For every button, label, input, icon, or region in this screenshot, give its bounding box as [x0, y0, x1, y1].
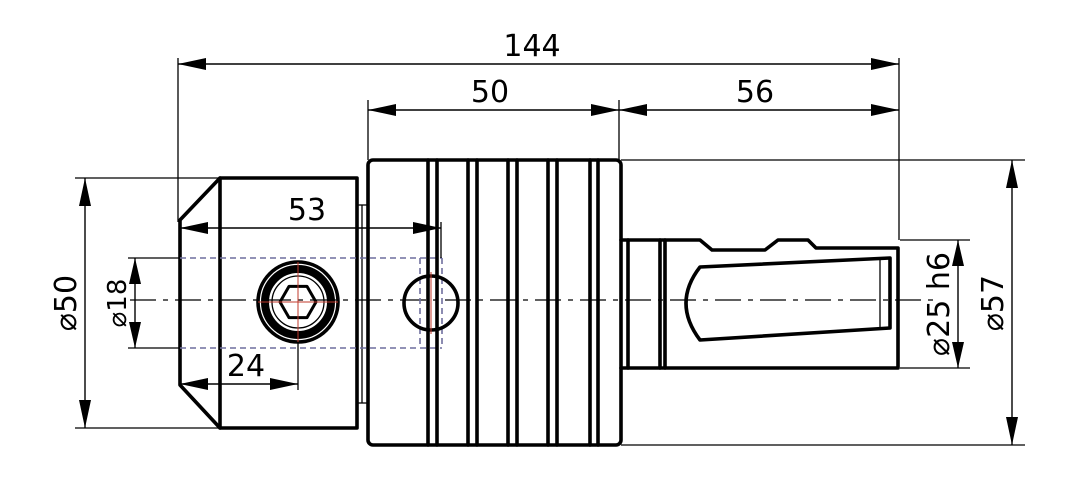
dim-flange-diameter: ⌀57 [976, 160, 1018, 445]
shank [619, 238, 900, 370]
dim-flange-diameter-label: ⌀57 [976, 275, 1011, 331]
hidden-bore [180, 257, 443, 349]
dim-shank-length: 56 [619, 75, 899, 116]
cross-pin-icon [402, 272, 460, 334]
dim-shank-length-label: 56 [736, 75, 774, 110]
dim-overall-length: 144 [178, 29, 899, 70]
dim-body-diameter-label: ⌀50 [49, 275, 84, 331]
dim-bore-diameter-label: ⌀18 [103, 279, 133, 328]
extension-lines [75, 58, 1025, 446]
dim-inner-length-label: 53 [288, 193, 326, 228]
dim-overall-length-label: 144 [503, 29, 560, 64]
dim-body-length: 50 [368, 75, 619, 116]
dim-bore-diameter: ⌀18 [103, 258, 141, 348]
dim-body-length-label: 50 [471, 75, 509, 110]
set-screw-icon [256, 260, 340, 344]
dim-body-diameter: ⌀50 [49, 178, 91, 428]
dim-screw-offset-label: 24 [227, 349, 265, 384]
dim-inner-length: 53 [180, 193, 441, 234]
dim-shank-diameter-label: ⌀25 h6 [922, 252, 957, 356]
clamping-body [178, 176, 368, 430]
dim-screw-offset: 24 [180, 349, 298, 390]
grooved-flange [366, 158, 623, 447]
dim-shank-diameter: ⌀25 h6 [922, 240, 964, 368]
